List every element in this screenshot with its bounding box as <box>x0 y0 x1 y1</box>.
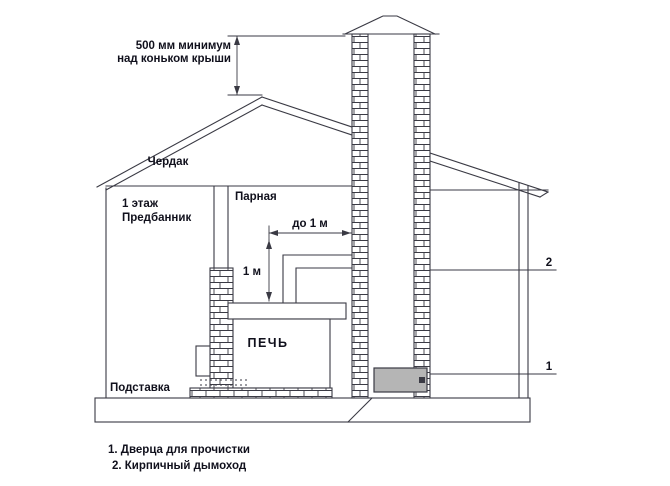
dim-v-arrowhead-bottom <box>266 292 272 301</box>
walls <box>105 182 549 399</box>
stove-top-slab <box>227 302 347 320</box>
legend-item-2: 2. Кирпичный дымоход <box>112 460 247 472</box>
callout-2-number: 2 <box>546 257 552 269</box>
dim-v-label: 1 м <box>243 266 261 278</box>
cleanout-door-panel <box>373 367 428 393</box>
dim-500-arrowhead-bottom <box>234 86 240 95</box>
dimension-500mm: 500 мм минимум над коньком крыши <box>117 35 346 96</box>
chimney-left-brick-wall <box>351 33 369 399</box>
chimney-cap <box>344 15 436 35</box>
roof-right-slope-inner-a <box>261 104 353 136</box>
steam-room-label: Парная <box>235 191 277 203</box>
stove-stand <box>189 387 333 399</box>
dim-h-arrowhead-right <box>342 230 351 236</box>
roof-left-slope-outer <box>96 96 263 188</box>
dimension-duct-vertical: 1 м <box>243 239 272 302</box>
roof-right-slope-inner-b <box>429 160 541 198</box>
chimney-right-brick-wall <box>413 33 431 399</box>
legend: 1. Дверца для прочистки 2. Кирпичный дым… <box>108 444 250 472</box>
room-labels: Чердак 1 этаж Предбанник Парная Подставк… <box>110 156 277 394</box>
foundation-diagonal-line <box>347 397 373 423</box>
legend-item-1: 1. Дверца для прочистки <box>108 444 250 456</box>
callout-brick-chimney: 2 <box>429 257 557 271</box>
chimney <box>342 15 440 399</box>
roof-right-slope-outer-a <box>261 96 353 128</box>
roof-left-slope-inner <box>105 104 263 191</box>
cleanout-door <box>373 367 428 393</box>
stand-label: Подставка <box>110 382 171 394</box>
dim-500-note-line2: над коньком крыши <box>117 53 231 65</box>
floor1-label: 1 этаж <box>122 198 159 210</box>
roof-right-slope-outer-b <box>429 152 549 193</box>
firebox-door <box>195 345 211 377</box>
dim-h-label: до 1 м <box>292 218 328 230</box>
callout-1-number: 1 <box>546 361 553 373</box>
foundation <box>94 397 531 423</box>
dim-h-arrowhead-left <box>269 230 278 236</box>
duct-inner-line <box>295 267 353 304</box>
dressing-room-label: Предбанник <box>122 212 191 224</box>
stove-label: ПЕЧЬ <box>247 336 288 350</box>
callout-cleanout-door: 1 <box>429 361 557 375</box>
dim-500-arrowhead-top <box>234 36 240 45</box>
partition-wall <box>209 185 234 389</box>
roof <box>96 96 549 198</box>
duct-outer-line <box>282 254 353 304</box>
dim-v-arrowhead-top <box>266 240 272 249</box>
cleanout-door-handle <box>419 377 425 383</box>
stove-body <box>232 318 331 389</box>
dim-500-note-line1: 500 мм минимум <box>136 40 231 52</box>
roof-eave-cap <box>539 191 549 198</box>
dimension-duct-horizontal: до 1 м <box>268 218 352 241</box>
partition-brick-column <box>209 267 234 389</box>
attic-label: Чердак <box>148 156 189 168</box>
partition-upper-lines <box>213 185 229 269</box>
foundation-slab <box>94 397 531 423</box>
stove-duct <box>282 254 353 304</box>
stove: ПЕЧЬ <box>189 302 347 399</box>
